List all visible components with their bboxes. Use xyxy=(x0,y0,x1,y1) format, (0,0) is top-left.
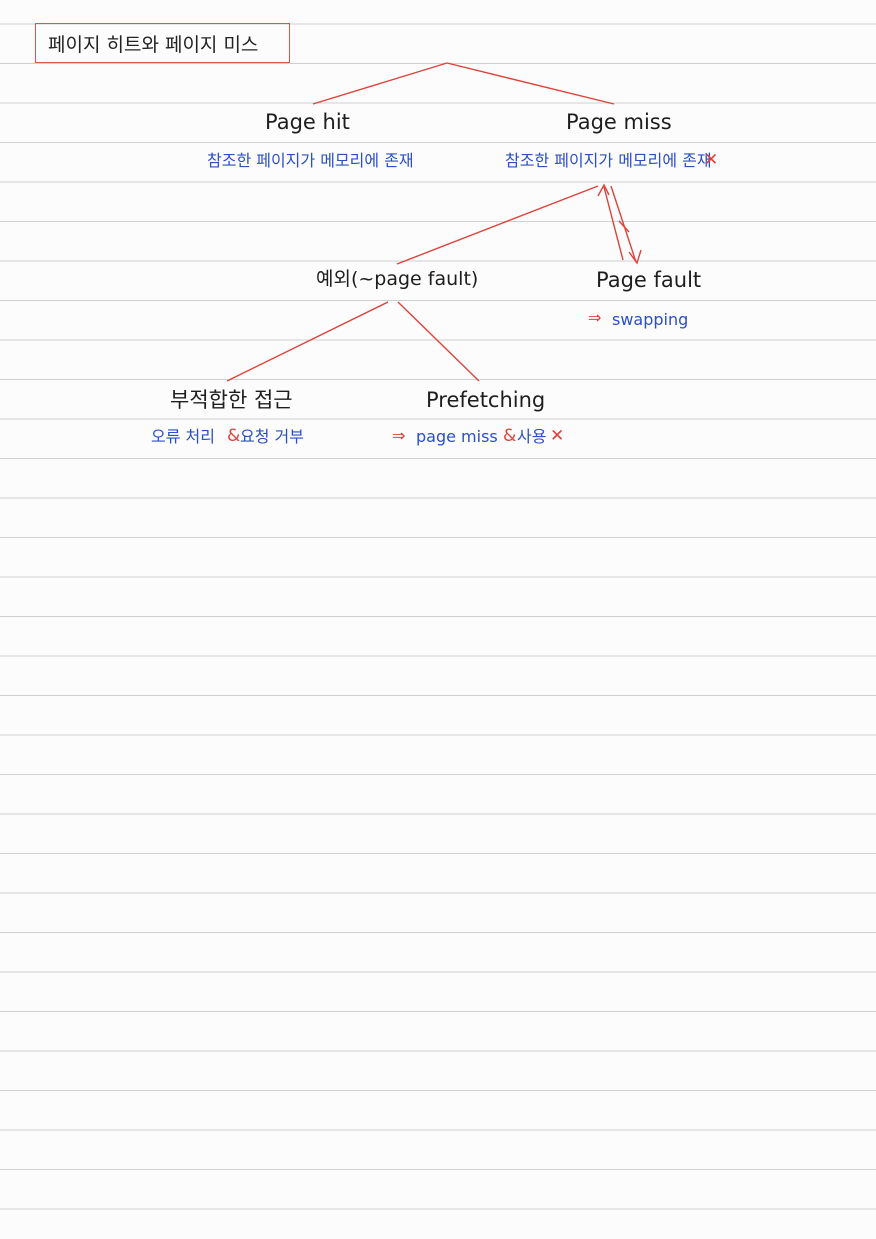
connector-miss-fault-a xyxy=(603,186,624,261)
page-fault-description: swapping xyxy=(612,310,689,329)
tick-mark xyxy=(618,220,630,233)
page-title: 페이지 히트와 페이지 미스 xyxy=(35,23,290,63)
invalid-access-desc-1: 오류 처리 xyxy=(151,427,215,446)
prefetching-ampersand: & xyxy=(503,426,517,446)
page-miss-description: 참조한 페이지가 메모리에 존재 xyxy=(505,151,712,170)
node-invalid-access: 부적합한 접근 xyxy=(170,388,293,412)
invalid-access-ampersand: & xyxy=(227,426,241,446)
prefetching-arrow: ⇒ xyxy=(392,426,406,445)
node-page-fault: Page fault xyxy=(596,268,702,292)
prefetching-desc-1: page miss xyxy=(416,427,498,446)
node-prefetching: Prefetching xyxy=(426,388,546,412)
page-miss-x-mark: ✕ xyxy=(704,150,719,170)
connector-exception-prefetch xyxy=(397,301,480,382)
page-hit-description: 참조한 페이지가 메모리에 존재 xyxy=(207,151,414,170)
connector-exception-invalid xyxy=(226,301,389,382)
arrowhead-down xyxy=(628,249,642,265)
node-exception: 예외(~page fault) xyxy=(316,268,479,290)
prefetching-x-mark: ✕ xyxy=(550,426,565,446)
node-page-miss: Page miss xyxy=(566,110,672,134)
node-page-hit: Page hit xyxy=(265,110,350,134)
arrowhead-up xyxy=(597,183,610,197)
prefetching-desc-2: 사용 xyxy=(517,427,547,446)
invalid-access-desc-2: 요청 거부 xyxy=(240,427,304,446)
connector-root-miss xyxy=(446,62,615,105)
connector-miss-fault-b xyxy=(610,185,637,263)
page-fault-arrow: ⇒ xyxy=(588,308,602,327)
connector-root-hit xyxy=(312,62,448,105)
connector-miss-exception xyxy=(396,185,599,265)
